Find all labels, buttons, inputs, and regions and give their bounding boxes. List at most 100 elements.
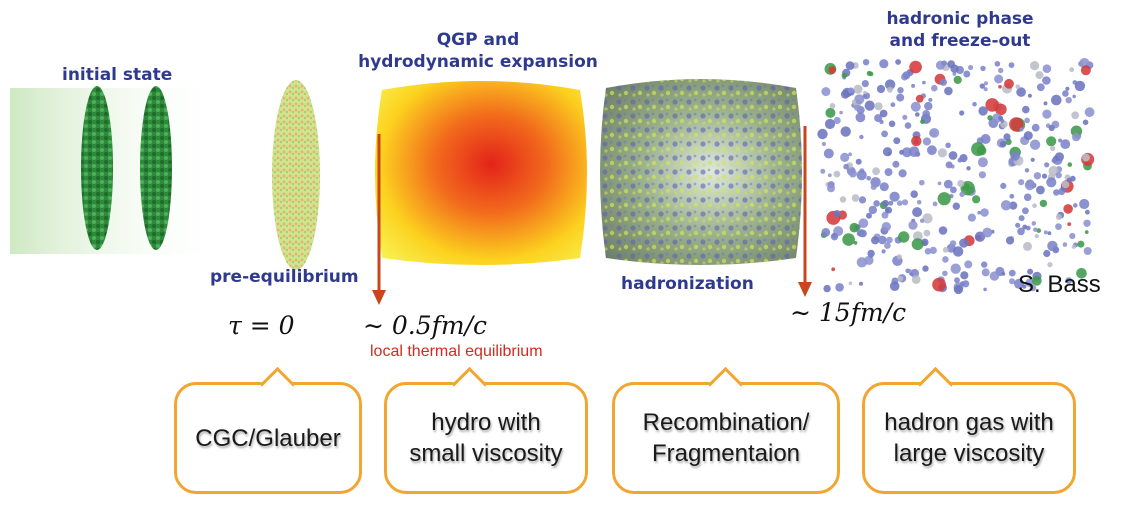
- hadron-particle: [1009, 278, 1015, 285]
- hadron-particle: [977, 157, 988, 168]
- hadron-particle: [922, 110, 930, 118]
- hadron-particle: [957, 157, 963, 163]
- time-freezeout: ∼ 15fm/c: [790, 298, 907, 327]
- hadron-particle: [987, 115, 993, 121]
- hadron-particle: [932, 201, 938, 207]
- hadron-particle: [937, 192, 951, 206]
- hadron-particle: [1031, 221, 1037, 226]
- hadron-particle: [870, 184, 877, 190]
- label-qgp: QGP and hydrodynamic expansion: [358, 30, 598, 72]
- hadron-particle: [1005, 236, 1015, 245]
- hadron-particle: [902, 71, 911, 80]
- hadron-particle: [871, 236, 880, 245]
- hadron-particle: [859, 134, 864, 140]
- label-hadronic-phase: hadronic phase and freeze-out: [886, 9, 1034, 51]
- hadron-particle: [851, 194, 860, 202]
- hadron-particle: [1043, 230, 1048, 235]
- hadron-particle: [864, 100, 875, 111]
- hadron-particle: [833, 170, 841, 178]
- hadron-particle: [989, 271, 1000, 281]
- hadron-particle: [1067, 222, 1072, 227]
- hadron-particle: [929, 246, 937, 254]
- hadron-particle: [1084, 230, 1089, 235]
- hadron-particle: [1042, 76, 1051, 85]
- hadron-particle: [1032, 276, 1042, 286]
- hadron-particle: [915, 94, 924, 103]
- hadron-particle: [879, 182, 889, 192]
- hadron-particle: [922, 213, 933, 224]
- hadron-particle: [907, 268, 912, 274]
- hadron-particle: [1014, 278, 1024, 289]
- hadron-particle: [858, 196, 867, 204]
- hadron-particle: [869, 254, 873, 259]
- hadron-particle: [924, 101, 933, 111]
- hadron-particle: [863, 90, 867, 95]
- hadron-particle: [868, 205, 877, 215]
- callout-hadron-gas-text: hadron gas with large viscosity: [884, 409, 1054, 467]
- hadron-particle: [1018, 215, 1025, 222]
- hadron-particle: [848, 169, 857, 178]
- hadron-particle: [817, 128, 828, 140]
- hadron-particle: [960, 271, 969, 280]
- hadron-particle: [916, 199, 922, 205]
- nucleus-right: [140, 86, 172, 250]
- hadron-particle: [1065, 277, 1073, 284]
- hadron-particle: [821, 141, 827, 147]
- hadron-particle: [952, 71, 957, 76]
- hadron-particle: [1024, 180, 1035, 191]
- hadron-particle: [977, 210, 981, 215]
- hadron-particle: [945, 161, 953, 169]
- hadron-particle: [998, 67, 1004, 74]
- hadron-particle: [957, 179, 965, 188]
- hadron-particle: [932, 277, 946, 292]
- hadron-particle: [954, 277, 960, 284]
- hadron-particle: [884, 208, 890, 213]
- hadron-particle: [938, 226, 948, 235]
- hadron-particle: [848, 152, 852, 157]
- label-initial-state: initial state: [62, 65, 173, 85]
- note-local-thermal-equilibrium: local thermal equilibrium: [370, 343, 543, 360]
- hadron-particle: [1084, 107, 1095, 118]
- hadron-particle: [884, 242, 891, 249]
- hadron-particle: [827, 184, 835, 193]
- hadron-particle: [853, 241, 858, 245]
- hadron-particle: [886, 86, 893, 93]
- hadron-particle: [911, 238, 924, 251]
- hadron-particle: [896, 93, 905, 102]
- hadron-particle: [1042, 64, 1052, 73]
- hadron-particle: [983, 87, 988, 92]
- hadron-particle: [842, 233, 855, 246]
- hadron-particle: [1023, 193, 1032, 202]
- hadron-particle: [882, 199, 889, 207]
- hadron-particle: [912, 207, 923, 218]
- time-tau-zero: τ = 0: [228, 311, 295, 340]
- hadron-particle: [1043, 249, 1051, 258]
- hadron-particle: [840, 126, 851, 137]
- hadron-particle: [978, 106, 988, 116]
- hadron-particle: [833, 210, 841, 218]
- hadron-particle: [1085, 209, 1090, 215]
- hadron-particle: [953, 284, 964, 295]
- hadron-particle: [888, 200, 894, 206]
- hadron-particle: [1067, 162, 1073, 167]
- hadron-particle: [904, 122, 912, 129]
- hadron-particle: [911, 83, 916, 88]
- hadron-particle: [898, 169, 907, 178]
- hadron-particle: [1077, 240, 1085, 248]
- hadron-particle: [1080, 65, 1091, 76]
- label-pre-equilibrium: pre-equilibrium: [210, 267, 359, 287]
- hadron-particle: [982, 227, 993, 238]
- hadron-particle: [922, 137, 932, 146]
- hadron-particle: [1022, 207, 1029, 215]
- hadron-particle: [1074, 80, 1086, 92]
- hadron-particle: [1048, 124, 1055, 132]
- hadron-particle: [1058, 138, 1063, 143]
- hadron-particle: [895, 59, 901, 65]
- hadron-particle: [1025, 278, 1034, 288]
- hadron-particle: [1027, 93, 1032, 98]
- hadron-particle: [902, 114, 908, 120]
- hadron-particle: [1061, 180, 1070, 189]
- hadron-particle: [888, 120, 896, 128]
- hadron-particle: [1073, 203, 1078, 208]
